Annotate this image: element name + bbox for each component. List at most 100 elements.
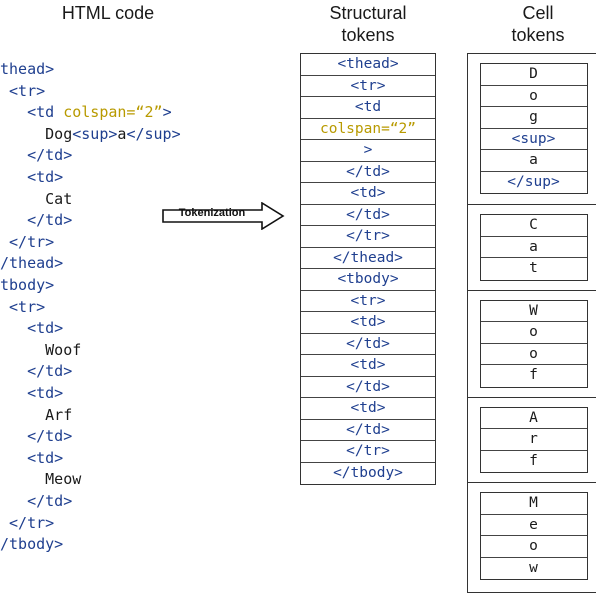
code-segment: </td> (0, 146, 73, 165)
structural-token: <td> (301, 183, 435, 205)
code-segment: <td> (0, 448, 64, 467)
structural-token: </tbody> (333, 464, 403, 481)
code-segment: tbody> (0, 276, 55, 294)
code-segment: Arf (0, 405, 73, 424)
code-line: <tr> (0, 81, 45, 101)
code-segment: <td (0, 103, 64, 122)
structural-tokens-heading: Structural tokens (329, 3, 407, 45)
code-segment: <td> (0, 319, 64, 338)
code-line: <td colspan=“2”> (0, 102, 172, 122)
structural-token: </tr> (301, 226, 435, 248)
tokenization-arrow: Tokenization (162, 201, 286, 231)
cell-token: f (529, 367, 538, 383)
code-line: </td> (0, 145, 72, 165)
structural-token: <thead> (301, 54, 435, 76)
code-line: Meow (0, 469, 81, 489)
code-segment: > (162, 103, 172, 122)
cell-token: a (480, 237, 587, 258)
cell-token: o (480, 86, 587, 107)
code-segment: </sup> (126, 124, 181, 143)
code-line: </td> (0, 210, 72, 230)
structural-token: <td> (301, 398, 435, 420)
code-line: <td> (0, 383, 63, 403)
structural-token: </tr> (301, 441, 435, 463)
cell-token: o (480, 322, 587, 344)
code-segment: /thead> (0, 254, 64, 273)
cell-tokens-heading: Cell tokens (511, 3, 565, 45)
code-segment: <sup> (72, 124, 118, 143)
code-line: </tr> (0, 232, 54, 252)
html-code-heading: HTML code (61, 3, 155, 23)
code-segment: </tr> (0, 232, 55, 251)
cell-token: A (480, 408, 587, 429)
code-segment: a (117, 124, 127, 143)
code-segment: Woof (0, 340, 82, 359)
cell-token: r (480, 429, 587, 451)
cell-token: M (480, 493, 587, 515)
structural-token: <tr> (301, 291, 435, 312)
cell-token: o (480, 344, 587, 365)
code-line: thead> (0, 59, 54, 79)
cell-token: g (480, 107, 587, 129)
code-segment: /tbody> (0, 535, 64, 554)
code-line: </td> (0, 426, 72, 446)
code-line: </tr> (0, 513, 54, 533)
code-segment: thead> (0, 60, 55, 78)
code-segment: <td> (0, 168, 64, 186)
code-line: Arf (0, 405, 72, 425)
cell-token: a (480, 150, 587, 172)
code-line: Cat (0, 189, 72, 209)
structural-token: </td> (301, 205, 435, 226)
cell-token: </sup> (507, 173, 560, 190)
cell-token: t (529, 260, 538, 276)
code-segment: <tr> (0, 297, 46, 316)
code-line: Dog<sup>a</sup> (0, 124, 181, 144)
structural-token: > (301, 140, 435, 162)
structural-token: <tr> (301, 76, 435, 97)
structural-token: </td> (301, 420, 435, 441)
structural-token: <td> (301, 312, 435, 334)
structural-token: colspan=“2” (301, 119, 435, 140)
code-line: <tr> (0, 297, 45, 317)
structural-token: </td> (301, 377, 435, 398)
code-segment: <tr> (0, 81, 46, 100)
code-segment: <td> (0, 384, 64, 402)
code-segment: Cat (0, 189, 73, 208)
structural-token: <td> (301, 355, 435, 377)
code-line: tbody> (0, 275, 54, 295)
code-line: </td> (0, 491, 72, 511)
code-segment: </tr> (0, 513, 55, 532)
code-segment: </td> (0, 211, 73, 230)
code-line: /thead> (0, 253, 63, 273)
code-segment: </td> (0, 427, 73, 446)
cell-token: C (480, 215, 587, 237)
cell-token: W (480, 301, 587, 322)
code-segment: </td> (0, 492, 73, 510)
structural-token: </td> (301, 162, 435, 183)
code-segment: colspan=“2” (63, 103, 163, 122)
cell-token: f (529, 452, 538, 469)
code-segment: Dog (0, 124, 73, 143)
structural-token: <td (301, 97, 435, 119)
structural-token: <tbody> (301, 269, 435, 291)
right-arrow-icon (162, 201, 285, 231)
cell-token: <sup> (480, 129, 587, 150)
cell-token: w (529, 559, 538, 576)
code-line: <td> (0, 448, 63, 468)
tokenization-label: Tokenization (178, 207, 246, 219)
structural-token: </thead> (301, 248, 435, 269)
cell-token: e (480, 515, 587, 536)
code-segment: Meow (0, 470, 82, 489)
cell-token: D (480, 64, 587, 86)
